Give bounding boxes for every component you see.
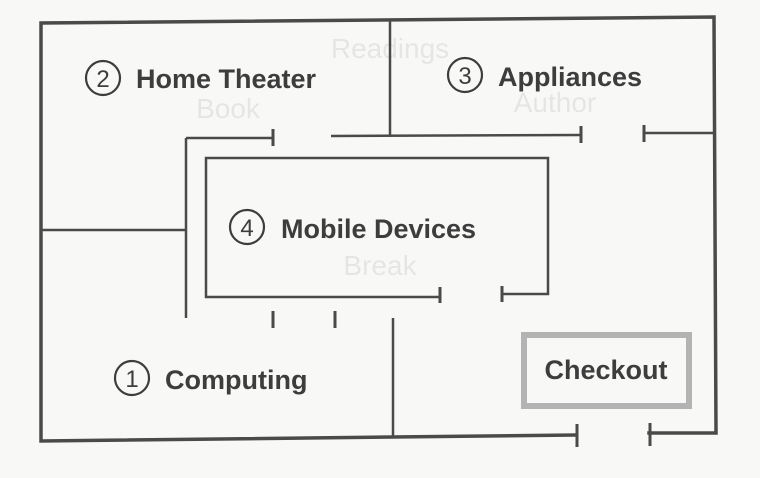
checkout-label: Checkout xyxy=(544,355,667,385)
section-number: 1 xyxy=(125,366,138,393)
section-name: Home Theater xyxy=(136,64,317,94)
outer-wall xyxy=(39,15,718,443)
section-mobile-devices: 4 Mobile Devices xyxy=(228,208,476,246)
section-name: Computing xyxy=(165,365,307,395)
section-appliances: 3 Appliances xyxy=(446,56,642,94)
mobile-devices-wall xyxy=(204,156,550,299)
checkout-box xyxy=(521,332,692,409)
bleed-through-text: Break xyxy=(343,250,417,281)
section-number: 2 xyxy=(96,66,109,93)
section-computing: 1 Computing xyxy=(113,359,307,397)
bleed-through-text: Book xyxy=(196,93,261,124)
section-home-theater: 2 Home Theater xyxy=(84,59,317,97)
wall-upper-horizontal xyxy=(330,133,582,138)
bleed-through-text: Author xyxy=(514,87,597,118)
section-name: Appliances xyxy=(498,62,642,92)
section-name: Mobile Devices xyxy=(281,214,476,244)
section-number: 3 xyxy=(458,63,471,90)
section-number: 4 xyxy=(240,215,253,242)
